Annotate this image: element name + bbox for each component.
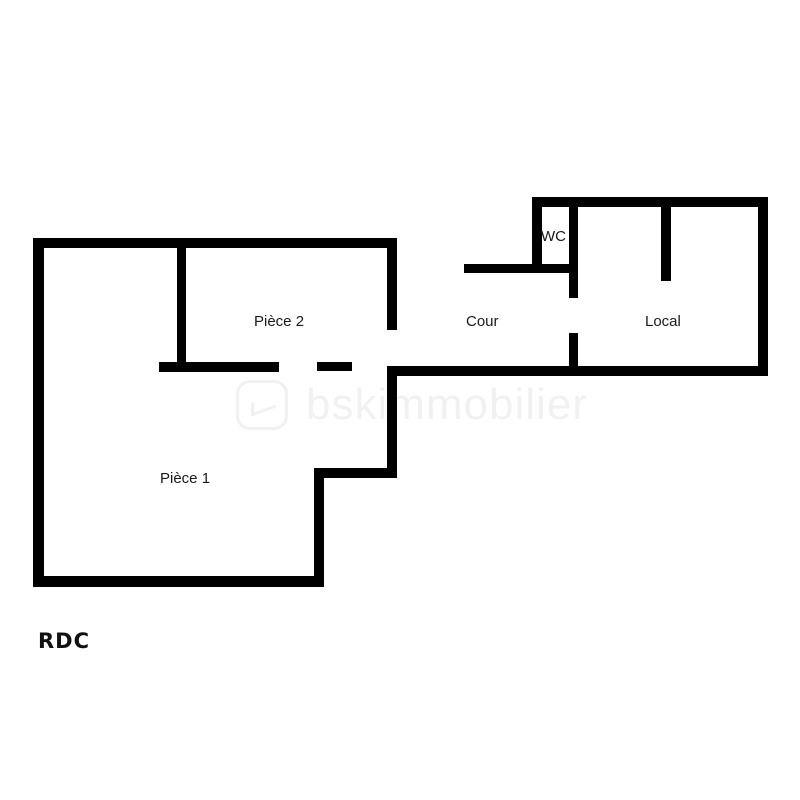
room-label-cour: Cour — [466, 313, 499, 330]
wall-wc-right-upper — [569, 197, 578, 298]
room-label-local: Local — [645, 313, 681, 330]
wall-step-vertical-low — [314, 468, 324, 587]
wall-p2-divider-vertical — [177, 238, 186, 372]
wall-local-divider-lower — [569, 333, 578, 376]
wall-left-bottom — [33, 576, 324, 587]
wall-wc-left — [532, 197, 542, 273]
room-label-piece-1: Pièce 1 — [160, 470, 211, 487]
wall-right-top — [532, 197, 768, 207]
room-label-wc: WC — [541, 228, 566, 245]
wall-right-right — [758, 197, 768, 376]
room-label-piece-2: Pièce 2 — [254, 313, 305, 330]
wall-step-vertical-high — [387, 366, 397, 478]
wall-left-left — [33, 238, 44, 587]
wall-left-right-upper — [387, 238, 397, 330]
wall-wc-bottom — [464, 264, 578, 273]
wall-local-inner — [661, 197, 671, 281]
wall-p2-divider-horizontal — [159, 362, 279, 372]
wall-p2-dash — [317, 362, 352, 371]
level-label: RDC — [38, 629, 91, 653]
wall-step-horizontal — [314, 468, 397, 478]
wall-left-top — [33, 238, 397, 248]
